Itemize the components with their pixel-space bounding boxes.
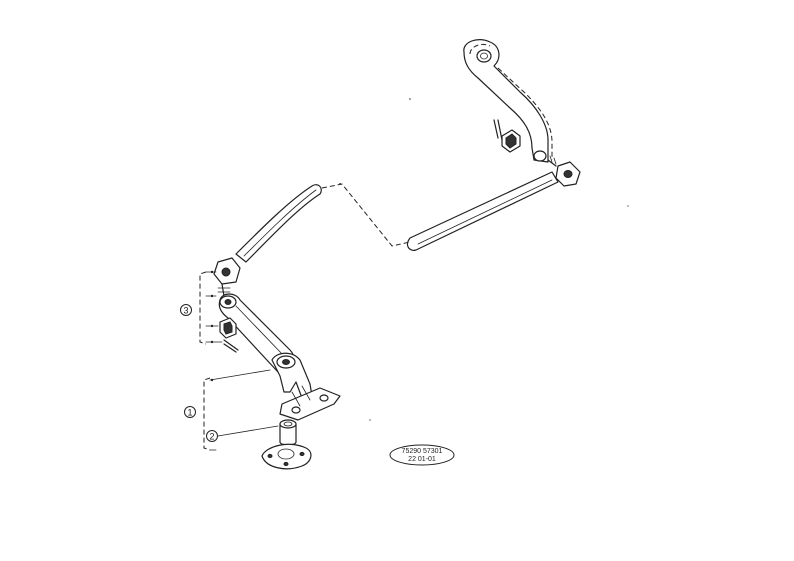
drag-link-break-line (321, 183, 411, 247)
cotter-pin-upper (493, 119, 503, 141)
callout-bracket-3 (199, 270, 223, 345)
cotter-pin-lower (223, 339, 239, 353)
scan-specks (339, 98, 629, 421)
callout-1: 1 (184, 406, 196, 418)
pitman-arm-bracket (463, 39, 553, 163)
reference-stamp: 75290 57301 22 01-01 (389, 444, 455, 466)
callout-3-label: 3 (183, 305, 188, 315)
callout-bracket-1 (203, 369, 271, 451)
bushing (279, 419, 297, 446)
ball-joint-left (213, 257, 241, 297)
castle-nut-upper (501, 129, 521, 153)
callout-2-label: 2 (209, 431, 214, 441)
idler-arm-bracket (271, 352, 341, 421)
callout-1-label: 1 (187, 407, 192, 417)
callout-3: 3 (180, 304, 192, 316)
drag-link-left-tube (235, 184, 322, 263)
leader-line-2 (217, 425, 279, 437)
drag-link-right-tube (406, 171, 559, 251)
stamp-line-1: 75290 57301 (402, 448, 443, 455)
stamp-line-2: 22 01-01 (408, 456, 436, 463)
mounting-plate (261, 443, 312, 470)
castle-nut-lower (219, 317, 237, 339)
callout-2: 2 (206, 430, 218, 442)
